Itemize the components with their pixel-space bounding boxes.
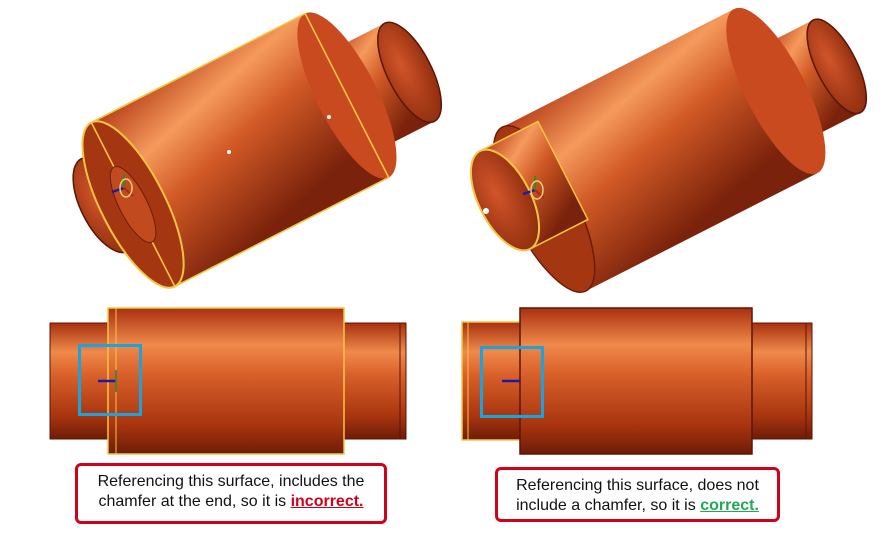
iso-right-main-body-end bbox=[726, 7, 826, 175]
surface-point-marker bbox=[327, 115, 331, 119]
side-right-main-body bbox=[519, 307, 753, 455]
caption-left-line2: chamfer at the end, so it is incorrect. bbox=[88, 492, 374, 512]
side-right-right-shaft bbox=[751, 322, 813, 440]
surface-point-marker bbox=[483, 208, 489, 214]
caption-right: Referencing this surface, does not inclu… bbox=[495, 467, 780, 522]
highlight-box-right bbox=[480, 346, 544, 418]
iso-right-left-face-highlight bbox=[469, 148, 541, 252]
verdict-incorrect: incorrect. bbox=[290, 493, 364, 510]
caption-right-line2: include a chamfer, so it is correct. bbox=[508, 496, 767, 516]
caption-left: Referencing this surface, includes the c… bbox=[75, 463, 387, 524]
surface-point-marker bbox=[227, 150, 231, 154]
iso-left-inner-shaft bbox=[109, 166, 157, 243]
side-left-main-body bbox=[107, 307, 345, 455]
coordinate-triad-icon bbox=[111, 174, 134, 198]
highlight-box-left bbox=[78, 344, 142, 416]
side-left-right-shaft bbox=[343, 322, 407, 440]
caption-right-line1: Referencing this surface, does not bbox=[516, 477, 759, 494]
caption-left-line1: Referencing this surface, includes the bbox=[97, 473, 365, 490]
coordinate-triad-icon bbox=[522, 176, 545, 200]
side-view-left bbox=[49, 307, 407, 455]
iso-right-right-shaft-face bbox=[806, 18, 868, 115]
caption-left-line2-text: chamfer at the end, so it is bbox=[98, 493, 291, 510]
iso-part-left bbox=[72, 12, 443, 289]
iso-left-right-shaft-face bbox=[377, 21, 443, 124]
verdict-correct: correct. bbox=[700, 497, 759, 514]
iso-part-right bbox=[469, 7, 868, 294]
side-view-right bbox=[461, 307, 813, 455]
caption-right-line2-text: include a chamfer, so it is bbox=[516, 497, 701, 514]
